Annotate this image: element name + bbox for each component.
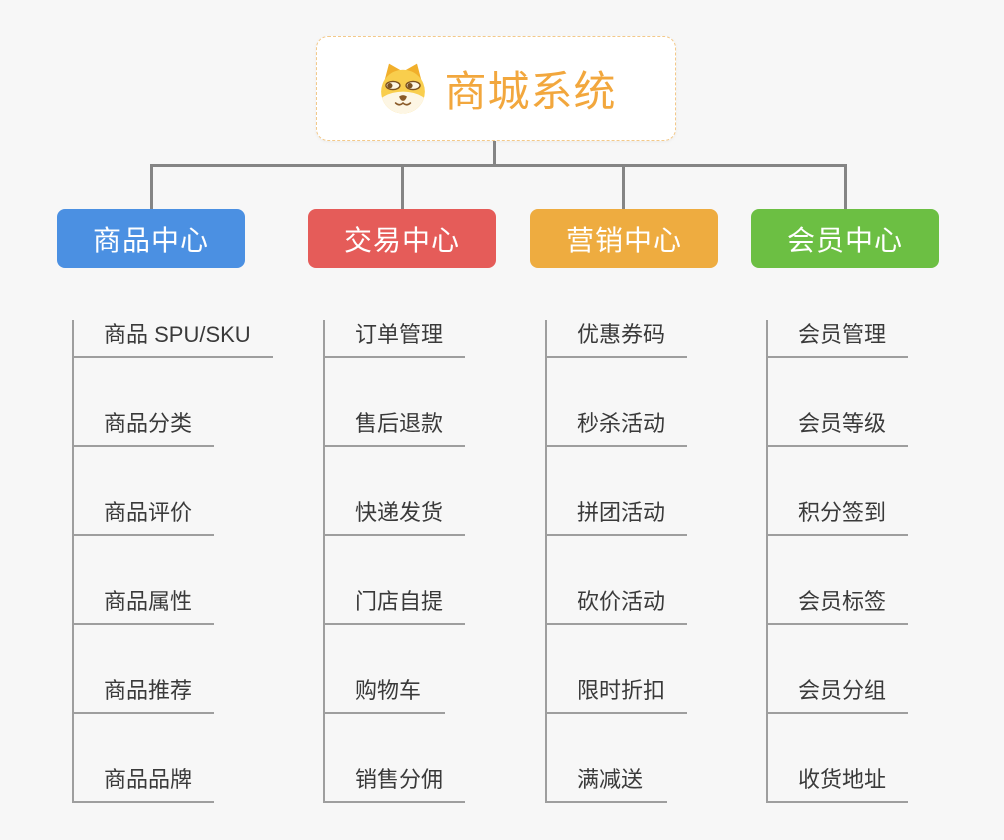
leaf-list: 优惠券码 秒杀活动 拼团活动 砍价活动 限时折扣 满减送 (545, 320, 688, 803)
leaf-node[interactable]: 会员分组 (768, 676, 909, 714)
leaf-node[interactable]: 快递发货 (325, 498, 466, 536)
leaf-node[interactable]: 商品属性 (74, 587, 215, 625)
root-title: 商城系统 (444, 68, 617, 115)
branch-column-marketing: 营销中心 优惠券码 秒杀活动 拼团活动 砍价活动 限时折扣 满减送 (530, 209, 760, 803)
leaf-node[interactable]: 购物车 (325, 676, 445, 714)
doge-face-icon (381, 63, 426, 113)
leaf-node[interactable]: 秒杀活动 (547, 409, 688, 447)
leaf-node[interactable]: 会员等级 (768, 409, 909, 447)
connector-root-stub (493, 141, 496, 164)
leaf-node[interactable]: 满减送 (547, 765, 667, 803)
leaf-node[interactable]: 限时折扣 (547, 676, 688, 714)
leaf-node[interactable]: 订单管理 (325, 320, 466, 358)
connector-drop-line (150, 167, 153, 209)
root-node[interactable]: 商城系统 (316, 36, 676, 141)
leaf-list: 会员管理 会员等级 积分签到 会员标签 会员分组 收货地址 (766, 320, 909, 803)
branch-column-products: 商品中心 商品 SPU/SKU 商品分类 商品评价 商品属性 商品推荐 商品品牌 (57, 209, 287, 803)
leaf-node[interactable]: 优惠券码 (547, 320, 688, 358)
leaf-node[interactable]: 砍价活动 (547, 587, 688, 625)
connector-horizontal-line (150, 164, 847, 167)
branch-node-trade[interactable]: 交易中心 (308, 209, 496, 268)
leaf-list: 商品 SPU/SKU 商品分类 商品评价 商品属性 商品推荐 商品品牌 (72, 320, 273, 803)
connector-drop-line (401, 167, 404, 209)
branch-node-members[interactable]: 会员中心 (751, 209, 939, 268)
leaf-node[interactable]: 积分签到 (768, 498, 909, 536)
branch-column-members: 会员中心 会员管理 会员等级 积分签到 会员标签 会员分组 收货地址 (751, 209, 981, 803)
leaf-node[interactable]: 商品分类 (74, 409, 215, 447)
connector-drop-line (844, 167, 847, 209)
leaf-node[interactable]: 会员标签 (768, 587, 909, 625)
branch-node-marketing[interactable]: 营销中心 (530, 209, 718, 268)
leaf-node[interactable]: 商品推荐 (74, 676, 215, 714)
leaf-node[interactable]: 门店自提 (325, 587, 466, 625)
leaf-node[interactable]: 售后退款 (325, 409, 466, 447)
branch-node-products[interactable]: 商品中心 (57, 209, 245, 268)
leaf-node[interactable]: 商品评价 (74, 498, 215, 536)
leaf-node[interactable]: 会员管理 (768, 320, 909, 358)
leaf-node[interactable]: 收货地址 (768, 765, 909, 803)
branch-column-trade: 交易中心 订单管理 售后退款 快递发货 门店自提 购物车 销售分佣 (308, 209, 538, 803)
leaf-node[interactable]: 销售分佣 (325, 765, 466, 803)
leaf-node[interactable]: 商品 SPU/SKU (74, 320, 273, 358)
leaf-list: 订单管理 售后退款 快递发货 门店自提 购物车 销售分佣 (323, 320, 466, 803)
connector-drop-line (622, 167, 625, 209)
leaf-node[interactable]: 商品品牌 (74, 765, 215, 803)
leaf-node[interactable]: 拼团活动 (547, 498, 688, 536)
